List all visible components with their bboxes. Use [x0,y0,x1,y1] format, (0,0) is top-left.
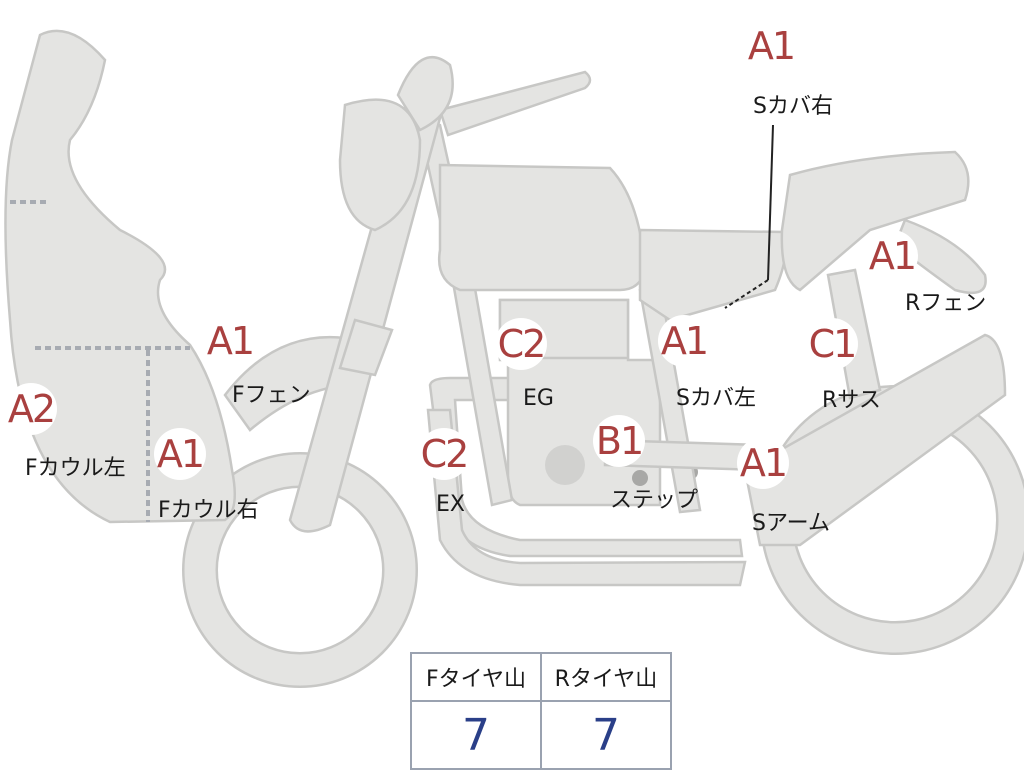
engine-case-dot [545,445,585,485]
label-step: ステップ [610,488,699,513]
grade-f-cowl-right: A1 [154,428,206,480]
side-cover [638,228,788,322]
label-engine: EG [523,386,554,411]
rear-tire-header: Rタイヤ山 [540,652,672,702]
grade-r-suspension: C1 [806,318,858,370]
grade-f-fender: A1 [204,315,256,367]
label-f-cowl-left: Fカウル左 [25,456,126,481]
fuel-tank [437,163,647,292]
front-cowl [4,29,237,524]
label-s-cover-right: Sカバ右 [753,94,833,119]
s-cover-right-leader-vertical [767,124,774,281]
headlight [338,98,422,232]
swing-arm [743,333,1007,547]
grade-exhaust: C2 [418,428,470,480]
s-cover-right-leader-dash [724,279,769,309]
label-s-cover-left: Sカバ左 [676,386,756,411]
label-r-fender: Rフェン [905,291,987,316]
front-tire-header: Fタイヤ山 [410,652,542,702]
tire-tread-table: Fタイヤ山 Rタイヤ山 7 7 [410,652,672,770]
handlebar [438,70,592,137]
front-tire-value: 7 [410,700,542,770]
grade-step: B1 [593,415,645,467]
grade-engine: C2 [495,318,547,370]
grade-s-cover-right: A1 [745,20,797,72]
label-f-cowl-right: Fカウル右 [158,498,259,523]
step-dot-1 [632,470,648,486]
front-wheel-fill [184,454,416,686]
rear-fender-shape [893,218,987,295]
grade-f-cowl-left: A2 [5,383,57,435]
grade-r-fender: A1 [866,230,918,282]
fork-clamp [338,318,394,377]
front-fork [288,106,442,533]
grade-s-arm: A1 [737,437,789,489]
label-r-suspension: Rサス [822,388,881,413]
label-exhaust: EX [436,492,465,517]
seat [780,150,970,292]
label-f-fender: Fフェン [232,383,311,408]
grade-s-cover-left: A1 [658,315,710,367]
mirror [396,55,454,132]
rear-tire-value: 7 [540,700,672,770]
label-s-arm: Sアーム [752,511,830,536]
exhaust-pipe-lower [426,408,747,587]
